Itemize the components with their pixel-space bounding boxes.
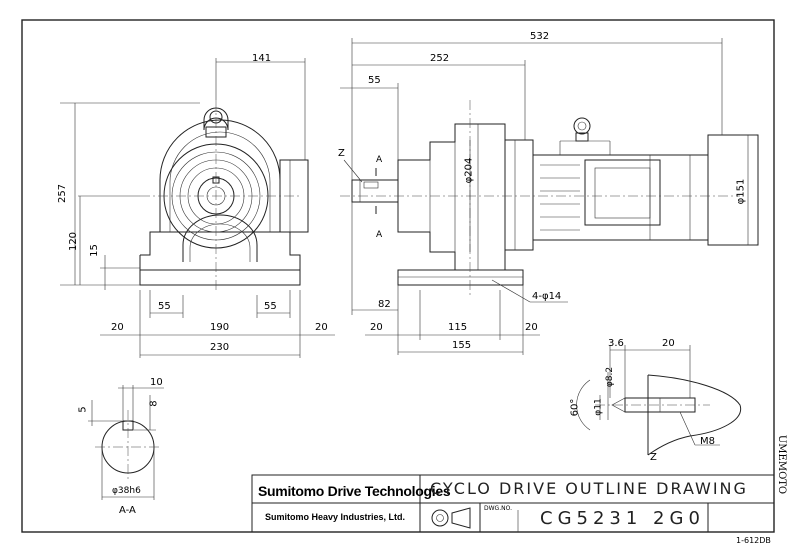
dim-side-115: 115 [448, 322, 468, 333]
dim-aa-phi38h6: φ38h6 [112, 486, 141, 496]
title-block [251, 474, 775, 533]
label-z: Z [338, 148, 345, 159]
dim-z-20: 20 [662, 338, 675, 349]
dim-aa-10: 10 [150, 377, 163, 388]
dim-front-230: 230 [210, 342, 230, 353]
dim-z-60deg: 60° [569, 398, 581, 417]
dwg-no-label: DWG.NO. [484, 505, 512, 512]
dim-z-3.6: 3.6 [608, 338, 624, 349]
dim-z-m8: M8 [700, 436, 715, 447]
drawing-title: CYCLO DRIVE OUTLINE DRAWING [430, 479, 748, 498]
dim-side-20-left: 20 [370, 322, 383, 333]
dim-side-532: 532 [530, 31, 550, 42]
label-a-top: A [376, 155, 383, 165]
dim-aa-8: 8 [148, 400, 160, 407]
dim-side-82: 82 [378, 299, 391, 310]
side-view [340, 38, 759, 355]
dim-front-20-right: 20 [315, 322, 328, 333]
dim-side-55: 55 [368, 75, 381, 86]
dim-front-15: 15 [88, 244, 100, 257]
dim-side-20-right: 20 [525, 322, 538, 333]
label-detail-z: Z [650, 452, 657, 463]
brand-sub: Sumitomo Heavy Industries, Ltd. [265, 512, 406, 522]
dwg-no: CG5231 2G0 [540, 508, 705, 529]
dim-front-55-left: 55 [158, 301, 171, 312]
label-a-a: A-A [119, 505, 136, 516]
dim-front-55-right: 55 [264, 301, 277, 312]
dim-z-phi11: φ11 [593, 398, 604, 416]
dim-phi204: φ204 [463, 157, 475, 184]
dim-phi151: φ151 [735, 178, 747, 205]
dim-aa-5: 5 [77, 406, 89, 413]
dim-4-phi14: 4-φ14 [532, 291, 562, 302]
dim-z-phi8.2: φ8.2 [605, 366, 616, 388]
side-stamp: UMEMOTO [776, 434, 788, 495]
dim-side-155: 155 [452, 340, 472, 351]
dim-side-252: 252 [430, 53, 450, 64]
dim-front-20-left: 20 [111, 322, 124, 333]
dim-front-141: 141 [252, 53, 272, 64]
detail-z [576, 345, 742, 456]
brand-main: Sumitomo Drive Technologies [258, 483, 451, 499]
dim-front-120: 120 [68, 231, 80, 252]
dim-front-257: 257 [57, 183, 69, 204]
dim-front-190: 190 [210, 322, 230, 333]
front-view [60, 58, 335, 358]
section-a-a [88, 385, 164, 500]
label-a-bottom: A [376, 230, 383, 240]
sheet-code: 1-612DB [736, 536, 771, 545]
